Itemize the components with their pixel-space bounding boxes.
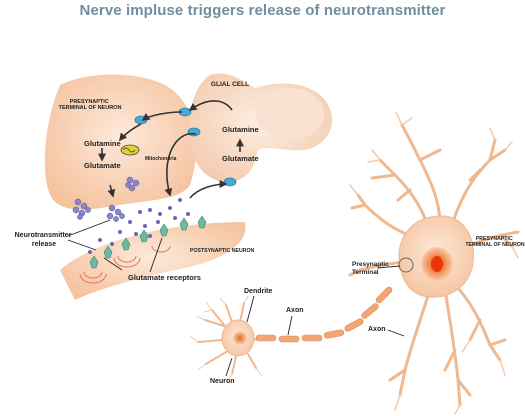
presynaptic-terminal <box>44 74 197 210</box>
presynaptic-terminal-callout-label: Presynaptic Terminal <box>352 261 391 276</box>
myelinated-axon <box>255 286 393 343</box>
presynaptic-terminal-right-label: PRESYNAPTIC TERMINAL OF NEURON <box>465 236 525 248</box>
arrow-icon <box>164 132 197 197</box>
axon-large-label: Axon <box>368 326 386 333</box>
arrow-icon <box>188 100 233 111</box>
transporter-icon <box>187 127 201 137</box>
dendrite-label: Dendrite <box>244 288 273 295</box>
glutamate-right-label: Glutamate <box>222 154 259 163</box>
glial-cell-label: GLIAL CELL <box>211 81 249 88</box>
signal-ripples <box>79 245 171 284</box>
receptor-icon <box>197 215 207 229</box>
presynaptic-terminal-marker <box>398 257 414 273</box>
large-neuron <box>348 111 520 415</box>
flow-arrows <box>98 100 244 199</box>
right-callout-lines <box>225 265 405 377</box>
axon-small-label: Axon <box>286 307 304 314</box>
arrow-icon <box>107 184 116 198</box>
receptor-icon <box>121 237 131 251</box>
neurotransmitter-dots <box>88 198 190 254</box>
arrow-icon <box>119 123 142 142</box>
mitochondria-label: Mitochondria <box>145 156 177 162</box>
glial-nucleus <box>256 88 324 140</box>
glutamate-left-label: Glutamate <box>84 161 121 170</box>
glutamate-receptors-label: Glutamate receptors <box>128 273 201 282</box>
vesicle-cluster <box>72 176 140 222</box>
small-neuron <box>189 286 393 383</box>
diagram-title: Nerve impluse triggers release of neurot… <box>79 2 446 19</box>
neurotransmitter-release-label: Neurotransmitter release <box>15 232 74 248</box>
small-neuron-nucleus <box>233 331 247 345</box>
receptor-icon <box>139 229 149 243</box>
neuron-label: Neuron <box>210 378 235 385</box>
receptor-icon <box>103 245 113 259</box>
presynaptic-terminal-label: PRESYNAPTIC TERMINAL OF NEURON <box>59 99 122 111</box>
mitochondria-icon <box>120 144 140 156</box>
arrow-icon <box>141 111 183 121</box>
glutamine-right-label: Glutamine <box>222 125 259 134</box>
glutamate-receptor-group <box>89 215 207 269</box>
transporter-icon <box>134 115 148 125</box>
receptor-icon <box>159 223 169 237</box>
postsynaptic-neuron-label: POSTSYNAPTIC NEURON <box>190 248 255 254</box>
glutamine-left-label: Glutamine <box>84 139 121 148</box>
receptor-icon <box>89 255 99 269</box>
callout-lines <box>67 219 163 273</box>
postsynaptic-neuron <box>60 222 246 300</box>
receptor-icon <box>179 217 189 231</box>
arrow-icon <box>189 180 228 199</box>
